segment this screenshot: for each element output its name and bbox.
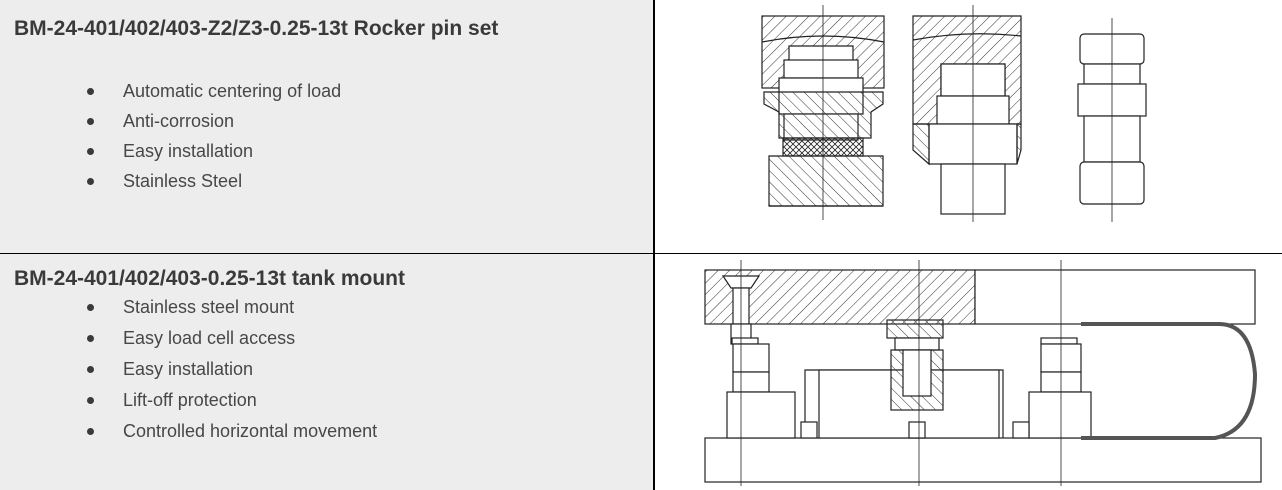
product-title: BM-24-401/402/403-0.25-13t tank mount	[14, 267, 405, 290]
list-item: Lift-off protection	[0, 385, 377, 416]
list-item: Anti-corrosion	[0, 106, 341, 136]
feature-text: Easy load cell access	[123, 328, 296, 348]
column-divider	[653, 254, 655, 490]
rocker-pin-drawing-icon	[761, 5, 1147, 222]
feature-text: Stainless Steel	[123, 171, 243, 191]
list-item: Stainless Steel	[0, 166, 341, 196]
feature-text: Controlled horizontal movement	[123, 421, 378, 441]
list-item: Automatic centering of load	[0, 76, 341, 106]
bullet-icon	[87, 148, 94, 155]
feature-list: Stainless steel mount Easy load cell acc…	[0, 292, 377, 447]
feature-text: Easy installation	[123, 141, 254, 161]
list-item: Stainless steel mount	[0, 292, 377, 323]
bullet-icon	[87, 428, 94, 435]
list-item: Controlled horizontal movement	[0, 416, 377, 447]
bullet-icon	[87, 304, 94, 311]
product-title: BM-24-401/402/403-Z2/Z3-0.25-13t Rocker …	[14, 17, 499, 40]
feature-text: Easy installation	[123, 359, 254, 379]
bullet-icon	[87, 366, 94, 373]
drawing-cell	[655, 254, 1282, 490]
bullet-icon	[87, 397, 94, 404]
product-row-tank-mount: BM-24-401/402/403-0.25-13t tank mount St…	[0, 254, 1282, 490]
bullet-icon	[87, 88, 94, 95]
product-row-rocker-pin: BM-24-401/402/403-Z2/Z3-0.25-13t Rocker …	[0, 0, 1282, 254]
bullet-icon	[87, 335, 94, 342]
feature-text: Lift-off protection	[123, 390, 257, 410]
feature-text: Automatic centering of load	[123, 81, 342, 101]
column-divider	[653, 0, 655, 254]
feature-list: Automatic centering of load Anti-corrosi…	[0, 76, 341, 196]
bullet-icon	[87, 178, 94, 185]
description-cell: BM-24-401/402/403-Z2/Z3-0.25-13t Rocker …	[0, 0, 654, 254]
list-item: Easy installation	[0, 354, 377, 385]
bullet-icon	[87, 118, 94, 125]
feature-text: Stainless steel mount	[123, 297, 295, 317]
drawing-cell	[655, 0, 1282, 254]
tank-mount-drawing-icon	[704, 260, 1262, 486]
list-item: Easy load cell access	[0, 323, 377, 354]
list-item: Easy installation	[0, 136, 341, 166]
feature-text: Anti-corrosion	[123, 111, 235, 131]
description-cell: BM-24-401/402/403-0.25-13t tank mount St…	[0, 254, 654, 490]
